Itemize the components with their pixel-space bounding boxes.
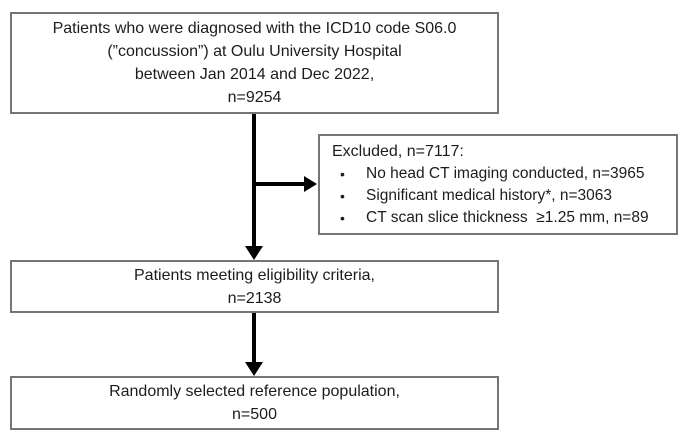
diagnosed-patients-line-3: between Jan 2014 and Dec 2022, [134, 66, 375, 83]
diagnosed-patients-line-2: (”concussion”) at Oulu University Hospit… [107, 43, 402, 60]
box-excluded: Excluded, n=7117: • No head CT imaging c… [318, 134, 678, 235]
excluded-list: • No head CT imaging conducted, n=3965 •… [332, 163, 668, 229]
arrow-branch-to-excluded-line [252, 182, 305, 186]
excluded-item-text: No head CT imaging conducted, n=3965 [366, 165, 645, 182]
box-reference-population: Randomly selected reference population, … [10, 376, 499, 430]
eligible-patients-count: n=2138 [227, 289, 282, 307]
arrow-top-to-eligible-line [252, 114, 256, 246]
reference-population-count: n=500 [232, 406, 277, 423]
diagnosed-patients-line-1: Patients who were diagnosed with the ICD… [52, 20, 457, 37]
excluded-item-no-ct: • No head CT imaging conducted, n=3965 [332, 163, 668, 185]
excluded-item-slice-thickness: • CT scan slice thickness ≥1.25 mm, n=89 [332, 207, 668, 229]
reference-population-line-1: Randomly selected reference population, [109, 383, 400, 400]
eligible-patients-line-1: Patients meeting eligibility criteria, [134, 266, 375, 284]
arrow-branch-to-excluded-head-icon [304, 176, 317, 192]
excluded-item-medical-history: • Significant medical history*, n=3063 [332, 185, 668, 207]
box-eligible-patients: Patients meeting eligibility criteria, n… [10, 260, 499, 313]
excluded-item-text: CT scan slice thickness ≥1.25 mm, n=89 [366, 209, 649, 226]
excluded-title: Excluded, n=7117: [332, 143, 464, 160]
excluded-item-text: Significant medical history*, n=3063 [366, 187, 612, 204]
arrow-top-to-eligible-head-icon [245, 246, 263, 260]
bullet-icon: • [340, 210, 345, 226]
box-diagnosed-patients: Patients who were diagnosed with the ICD… [10, 12, 499, 114]
arrow-eligible-to-reference-line [252, 313, 256, 362]
arrow-eligible-to-reference-head-icon [245, 362, 263, 376]
bullet-icon: • [340, 188, 345, 204]
diagnosed-patients-count: n=9254 [227, 89, 282, 106]
bullet-icon: • [340, 166, 345, 182]
